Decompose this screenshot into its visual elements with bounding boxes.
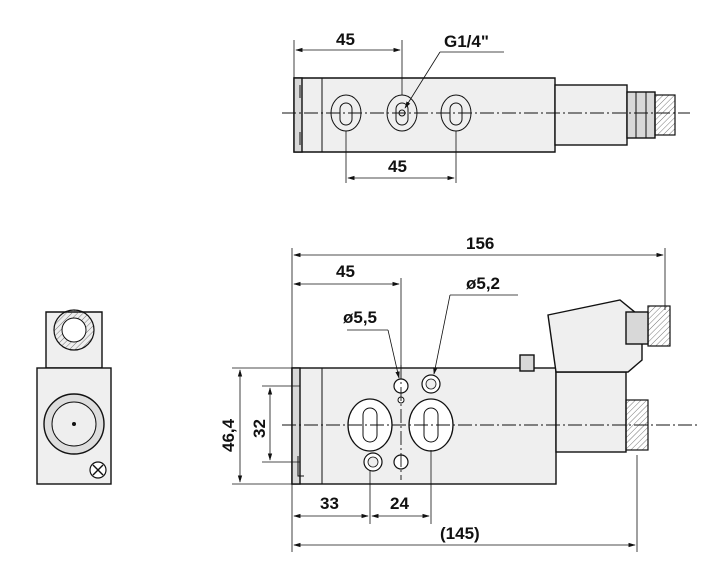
side-view [36,309,112,485]
front-solenoid-connector [547,299,643,373]
front-dim-45: 45 [336,262,355,281]
front-end-cap [291,367,301,485]
top-solenoid-housing [554,84,628,146]
top-dim-45: 45 [336,30,355,49]
front-dim-156: 156 [466,234,494,253]
top-connector [626,91,656,139]
front-view: 156 45 ø5,5 ø5,2 46,4 32 33 24 [219,234,700,552]
top-dim-thread: G1/4" [444,32,489,51]
front-dim-464: 46,4 [219,418,238,452]
front-dim-33: 33 [320,494,339,513]
top-connector-nut [654,94,676,136]
front-dim-hole-55: ø5,5 [343,308,377,327]
front-dim-hole-52: ø5,2 [466,274,500,293]
front-dim-32: 32 [250,419,269,438]
front-dim-24: 24 [390,494,409,513]
top-valve-body [293,77,556,153]
top-end-cap [293,77,303,153]
front-dim-145: (145) [440,524,480,543]
side-screw-icon [89,461,107,479]
top-dim-port-spacing: 45 [388,157,407,176]
front-solenoid [555,371,627,453]
top-view: 45 G1/4" 45 [282,30,690,183]
